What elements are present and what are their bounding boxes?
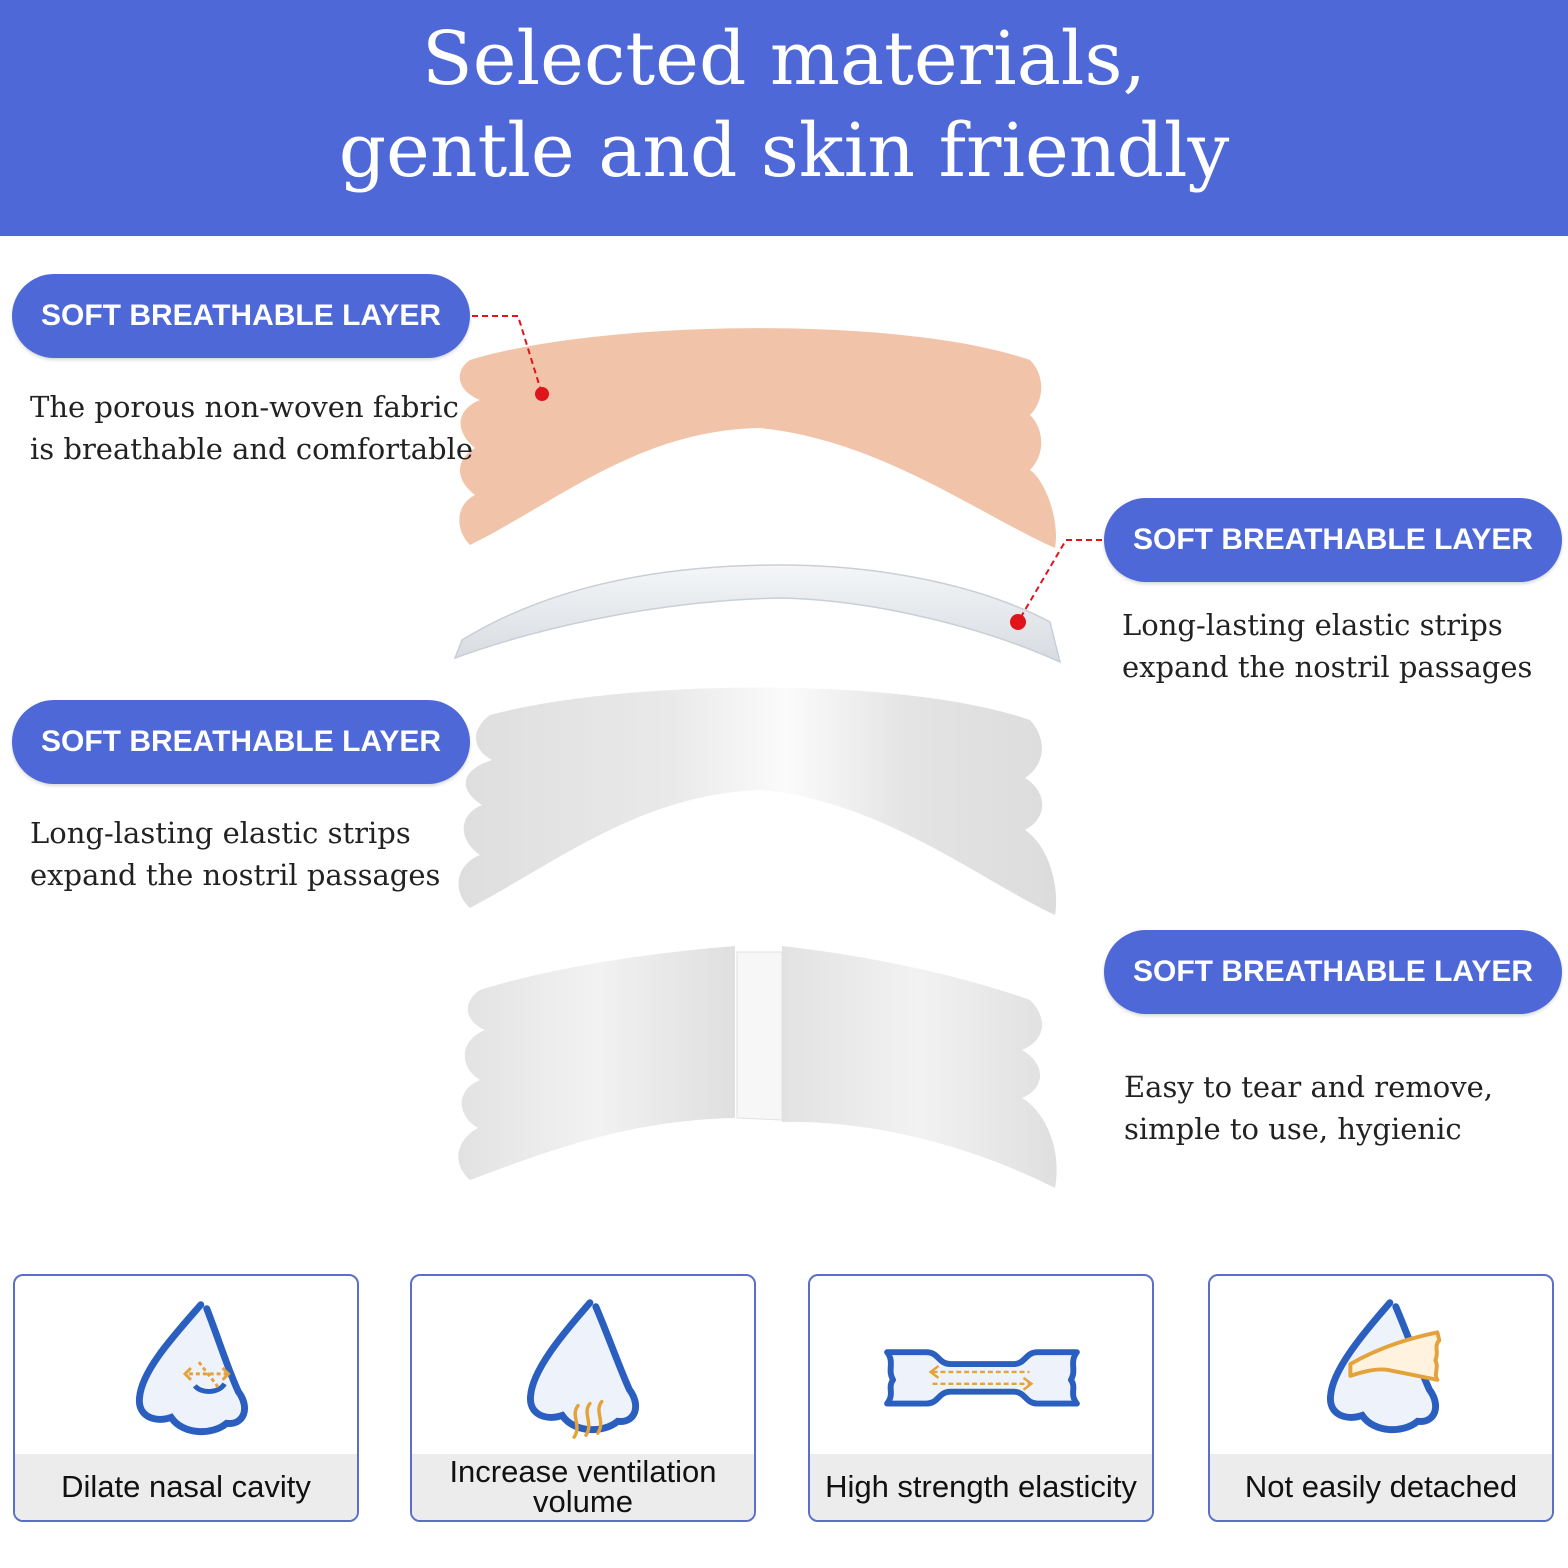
callout-desc-fabric: The porous non-woven fabric is breathabl…	[30, 386, 473, 470]
feature-label: Not easily detached	[1210, 1454, 1552, 1520]
callout-desc-strip: Long-lasting elastic strips expand the n…	[1122, 604, 1532, 688]
callout-desc-line: expand the nostril passages	[30, 858, 441, 892]
nose-dilate-icon	[136, 1301, 248, 1436]
pointer-dot-1	[535, 387, 549, 401]
feature-label: Dilate nasal cavity	[15, 1454, 357, 1520]
nose-airflow-icon	[527, 1299, 640, 1439]
header-banner: Selected materials, gentle and skin frie…	[0, 0, 1568, 236]
callout-badge-liner: SOFT BREATHABLE LAYER	[1104, 930, 1562, 1014]
callout-desc-line: Long-lasting elastic strips	[1122, 608, 1503, 642]
callout-desc-line: simple to use, hygienic	[1124, 1112, 1462, 1146]
callout-badge-film: SOFT BREATHABLE LAYER	[12, 700, 470, 784]
callout-desc-line: The porous non-woven fabric	[30, 390, 459, 424]
release-liner-left	[458, 946, 735, 1180]
callout-desc-liner: Easy to tear and remove, simple to use, …	[1124, 1066, 1493, 1150]
pointer-line-1	[472, 315, 543, 395]
elastic-strip-layer	[453, 564, 1062, 664]
callout-desc-line: Long-lasting elastic strips	[30, 816, 411, 850]
pointer-line-2	[1017, 539, 1102, 623]
callout-desc-line: expand the nostril passages	[1122, 650, 1533, 684]
nose-strip-applied-icon	[1327, 1299, 1442, 1434]
feature-card-elasticity: High strength elasticity	[808, 1274, 1154, 1522]
feature-label: Increase ventilation volume	[412, 1454, 754, 1520]
feature-label: High strength elasticity	[810, 1454, 1152, 1520]
fabric-layer	[459, 328, 1056, 548]
elastic-strip-icon	[884, 1349, 1080, 1407]
callout-desc-line: Easy to tear and remove,	[1124, 1070, 1493, 1104]
callout-badge-fabric: SOFT BREATHABLE LAYER	[12, 274, 470, 358]
release-liner-center	[736, 951, 783, 1121]
callout-badge-strip: SOFT BREATHABLE LAYER	[1104, 498, 1562, 582]
callout-desc-line: is breathable and comfortable	[30, 432, 474, 466]
pointer-dot-2	[1010, 614, 1026, 630]
page-title-line-1: Selected materials,	[422, 16, 1146, 102]
feature-card-ventilation: Increase ventilation volume	[410, 1274, 756, 1522]
film-layer	[458, 687, 1057, 915]
page-title-line-2: gentle and skin friendly	[338, 108, 1230, 194]
release-liner-right	[782, 946, 1057, 1188]
callout-desc-film: Long-lasting elastic strips expand the n…	[30, 812, 440, 896]
feature-card-dilate: Dilate nasal cavity	[13, 1274, 359, 1522]
feature-card-detached: Not easily detached	[1208, 1274, 1554, 1522]
